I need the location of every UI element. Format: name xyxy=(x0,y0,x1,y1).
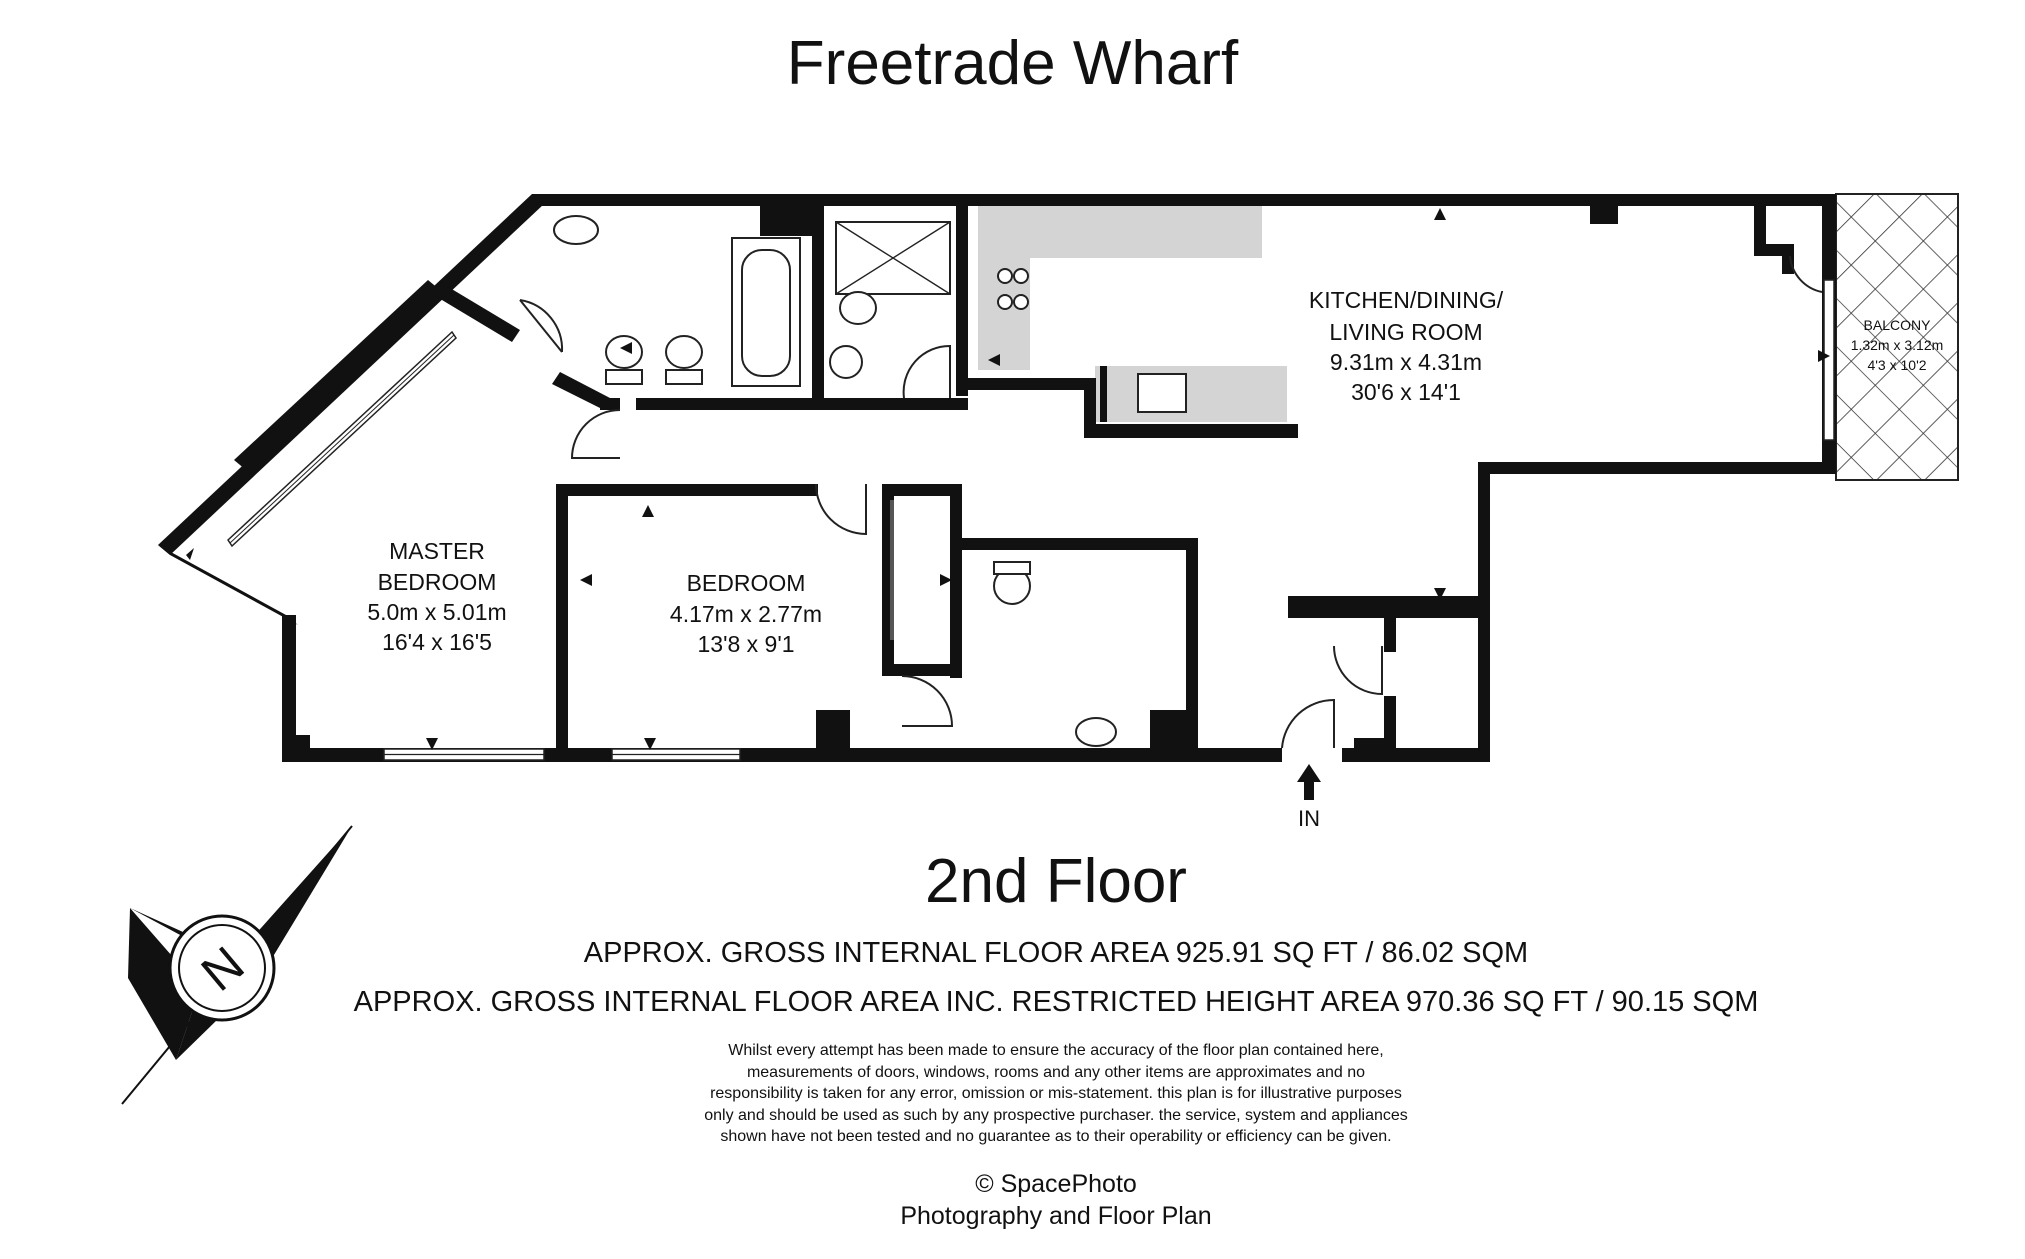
entrance-label: IN xyxy=(1298,806,1320,831)
svg-text:30'6 x 14'1: 30'6 x 14'1 xyxy=(1351,379,1461,405)
room-label-kitchen: KITCHEN/DINING/ LIVING ROOM 9.31m x 4.31… xyxy=(1309,287,1504,405)
svg-text:13'8 x 9'1: 13'8 x 9'1 xyxy=(697,631,794,657)
copyright-symbol: © xyxy=(975,1170,994,1198)
balcony-area xyxy=(1835,193,1959,481)
svg-text:LIVING ROOM: LIVING ROOM xyxy=(1329,319,1482,345)
exterior-walls xyxy=(158,194,1836,762)
svg-text:5.0m x 5.01m: 5.0m x 5.01m xyxy=(367,599,506,625)
room-label-bedroom: BEDROOM 4.17m x 2.77m 13'8 x 9'1 xyxy=(670,570,822,657)
disclaimer-line: Whilst every attempt has been made to en… xyxy=(728,1042,1384,1059)
height-markers xyxy=(186,208,1830,750)
disclaimer-line: only and should be used as such by any p… xyxy=(704,1106,1408,1124)
svg-text:MASTER: MASTER xyxy=(389,538,485,564)
bathroom-fixtures xyxy=(553,215,1187,747)
disclaimer-line: shown have not been tested and no guaran… xyxy=(720,1128,1392,1145)
area-line-2: APPROX. GROSS INTERNAL FLOOR AREA INC. R… xyxy=(353,986,1759,1018)
area-line-1: APPROX. GROSS INTERNAL FLOOR AREA 925.91… xyxy=(583,937,1529,969)
compass-icon: N xyxy=(121,825,353,1105)
svg-text:1.32m x 3.12m: 1.32m x 3.12m xyxy=(1851,337,1944,353)
svg-text:BALCONY: BALCONY xyxy=(1864,317,1932,333)
windows xyxy=(227,279,1835,761)
svg-text:BEDROOM: BEDROOM xyxy=(687,570,806,596)
interior-walls xyxy=(234,206,1794,760)
credit-line-2: Photography and Floor Plan xyxy=(900,1202,1212,1230)
svg-text:KITCHEN/DINING/: KITCHEN/DINING/ xyxy=(1309,287,1504,313)
disclaimer: Whilst every attempt has been made to en… xyxy=(0,1040,2025,1148)
disclaimer-line: responsibility is taken for any error, o… xyxy=(710,1085,1402,1102)
credit-company: SpacePhoto xyxy=(1000,1170,1137,1198)
floor-label: 2nd Floor xyxy=(925,847,1187,916)
credit-line-1: © SpacePhoto xyxy=(0,1170,2025,1199)
svg-text:9.31m x 4.31m: 9.31m x 4.31m xyxy=(1330,349,1482,375)
svg-text:4.17m x 2.77m: 4.17m x 2.77m xyxy=(670,601,822,627)
svg-text:4'3 x 10'2: 4'3 x 10'2 xyxy=(1867,357,1926,373)
room-label-balcony: BALCONY 1.32m x 3.12m 4'3 x 10'2 xyxy=(1851,317,1944,373)
page-title: Freetrade Wharf xyxy=(786,29,1239,98)
doors xyxy=(519,255,1823,749)
entrance-arrow-icon xyxy=(1297,764,1321,800)
disclaimer-line: measurements of doors, windows, rooms an… xyxy=(746,1063,1366,1081)
svg-text:16'4 x 16'5: 16'4 x 16'5 xyxy=(382,629,492,655)
room-label-master-bedroom: MASTER BEDROOM 5.0m x 5.01m 16'4 x 16'5 xyxy=(367,538,506,655)
kitchen-counters xyxy=(978,204,1287,422)
svg-text:BEDROOM: BEDROOM xyxy=(378,569,497,595)
